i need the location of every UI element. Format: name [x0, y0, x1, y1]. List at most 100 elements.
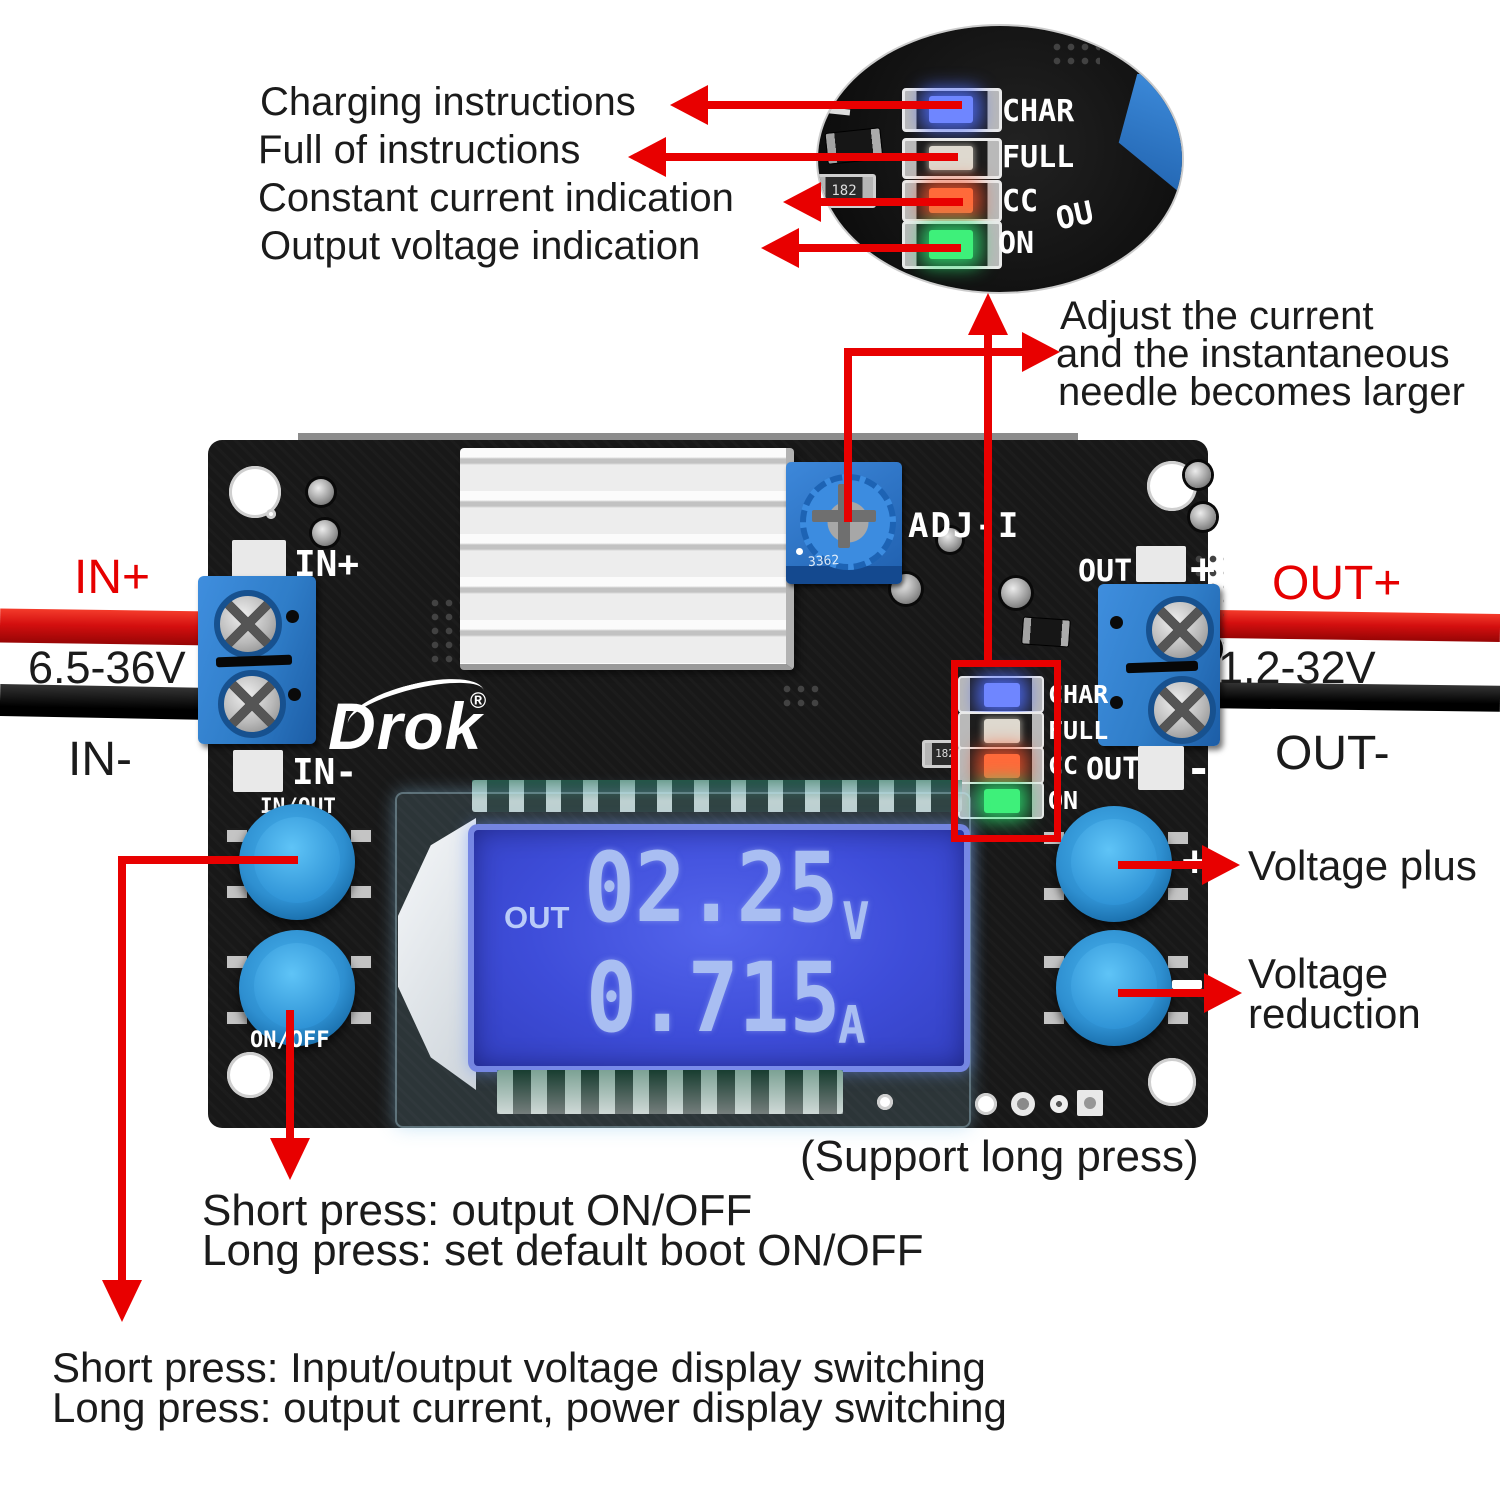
out-plus-pad	[1136, 546, 1186, 582]
arrow-cc	[783, 182, 821, 222]
in-plus-pad	[232, 540, 286, 582]
button-leg	[349, 1010, 373, 1026]
inset-led-cc	[902, 180, 1002, 222]
callout-onoff-line2: Long press: set default boot ON/OFF	[202, 1226, 924, 1275]
solder-joint	[1185, 462, 1211, 488]
out-minus-silkscreen: OUT	[1086, 752, 1141, 787]
led-cc	[958, 747, 1044, 784]
terminal-hole	[288, 688, 301, 701]
button-leg	[349, 954, 373, 970]
led-highlight-rectangle	[951, 660, 1061, 842]
button-leg	[1166, 954, 1190, 970]
solder-pad-center	[1084, 1097, 1096, 1109]
callout-voltage-reduction-line1: Voltage	[1248, 950, 1389, 997]
arrow-charging	[670, 85, 708, 125]
callout-adjust-line2: and the instantaneous	[1056, 332, 1450, 376]
in-minus-pad	[233, 750, 283, 792]
out-plus-silkscreen: OUT	[1078, 554, 1133, 589]
lcd-current-unit: A	[838, 996, 866, 1056]
output-terminal-block	[1098, 584, 1220, 746]
callout-inout-line1: Short press: Input/output voltage displa…	[52, 1344, 986, 1391]
inset-led-char	[902, 88, 1002, 132]
brand-registered-mark: ®	[470, 688, 487, 713]
inset-led-char-chip	[929, 96, 973, 123]
callout-adjust-line1: Adjust the current	[1060, 294, 1374, 338]
terminal-screw[interactable]	[1148, 676, 1216, 744]
terminal-screw[interactable]	[1146, 596, 1214, 664]
pot-base	[786, 566, 902, 584]
mounting-hole	[227, 1052, 273, 1098]
inset-led-cc-label: CC	[1002, 184, 1039, 219]
heatsink	[460, 448, 794, 670]
button-leg	[349, 884, 373, 900]
terminal-slot	[1125, 660, 1199, 674]
adj-i-silkscreen: ADJ-I	[908, 506, 1021, 546]
callout-voltage-reduction-line2: reduction	[1248, 990, 1421, 1037]
callout-support-long-press: (Support long press)	[800, 1132, 1199, 1181]
arrow-output-voltage	[761, 228, 799, 268]
label-in-minus: IN-	[68, 733, 132, 786]
inset-led-on-label: ON	[998, 226, 1035, 261]
on-off-button[interactable]	[239, 930, 355, 1046]
via-cluster	[780, 682, 824, 712]
callout-charging: Charging instructions	[260, 80, 636, 124]
callout-inout-line2: Long press: output current, power displa…	[52, 1384, 1007, 1431]
label-out-plus: OUT+	[1272, 557, 1402, 610]
terminal-hole	[1110, 696, 1123, 709]
lcd-bottom-pins	[497, 1070, 843, 1114]
button-cap	[1071, 943, 1157, 1029]
smd-diode	[1021, 616, 1071, 648]
led-on	[958, 782, 1044, 819]
terminal-screw[interactable]	[214, 590, 282, 658]
solder-joint	[308, 479, 334, 505]
arrow-vplus	[1202, 845, 1240, 885]
in-out-display-button[interactable]	[239, 804, 355, 920]
callout-voltage-plus: Voltage plus	[1248, 842, 1477, 889]
arrow-charging-line	[706, 101, 962, 109]
solder-pad	[877, 1094, 893, 1110]
arrow-full	[628, 137, 666, 177]
arrow-vreduction-line	[1118, 989, 1206, 997]
led-on-label: ON	[1048, 786, 1079, 815]
voltage-reduction-button[interactable]	[1056, 930, 1172, 1046]
terminal-hole	[1110, 616, 1123, 629]
button-cap	[254, 943, 340, 1029]
input-positive-wire	[0, 608, 215, 646]
solder-joint	[1190, 504, 1216, 530]
solder-joint	[312, 520, 338, 546]
arrow-inset-pointer	[968, 293, 1008, 335]
arrow-adjust-vline	[844, 352, 852, 522]
lcd-voltage-value: 02.25	[584, 832, 839, 944]
solder-pad	[1011, 1092, 1035, 1116]
brand-logo-text: Drok	[328, 689, 483, 763]
inset-led-char-label: CHAR	[1002, 94, 1075, 129]
label-out-range: 1.2-32V	[1218, 642, 1376, 693]
brand-logo: Drok ®	[328, 667, 558, 784]
terminal-screw[interactable]	[218, 670, 286, 738]
callout-output-voltage: Output voltage indication	[260, 224, 701, 268]
label-out-minus: OUT-	[1275, 727, 1390, 780]
pot-index-dot	[796, 548, 803, 555]
arrow-onoff	[270, 1138, 310, 1180]
arrow-inout-hline	[120, 856, 298, 864]
voltage-minus-silkscreen	[1172, 980, 1202, 989]
led-full-chip	[984, 719, 1020, 743]
arrow-adjust-hline	[844, 348, 1022, 356]
inset-partial-out-label: OU	[1052, 194, 1097, 238]
current-adjust-potentiometer[interactable]: 3362	[786, 462, 902, 584]
button-leg	[1166, 830, 1190, 846]
arrow-output-voltage-line	[797, 244, 961, 252]
callout-adjust-line3: needle becomes larger	[1058, 370, 1465, 414]
mounting-hole	[1148, 1058, 1196, 1106]
led-char-chip	[984, 683, 1020, 707]
solder-joint	[938, 528, 962, 552]
inset-via-dots	[1050, 40, 1100, 66]
terminal-hole	[286, 610, 299, 623]
button-leg	[349, 828, 373, 844]
arrow-inset-line	[984, 333, 992, 663]
arrow-full-line	[664, 153, 958, 161]
lcd-screen	[468, 824, 970, 1072]
label-in-range: 6.5-36V	[28, 642, 186, 693]
led-cc-label: CC	[1048, 751, 1079, 780]
